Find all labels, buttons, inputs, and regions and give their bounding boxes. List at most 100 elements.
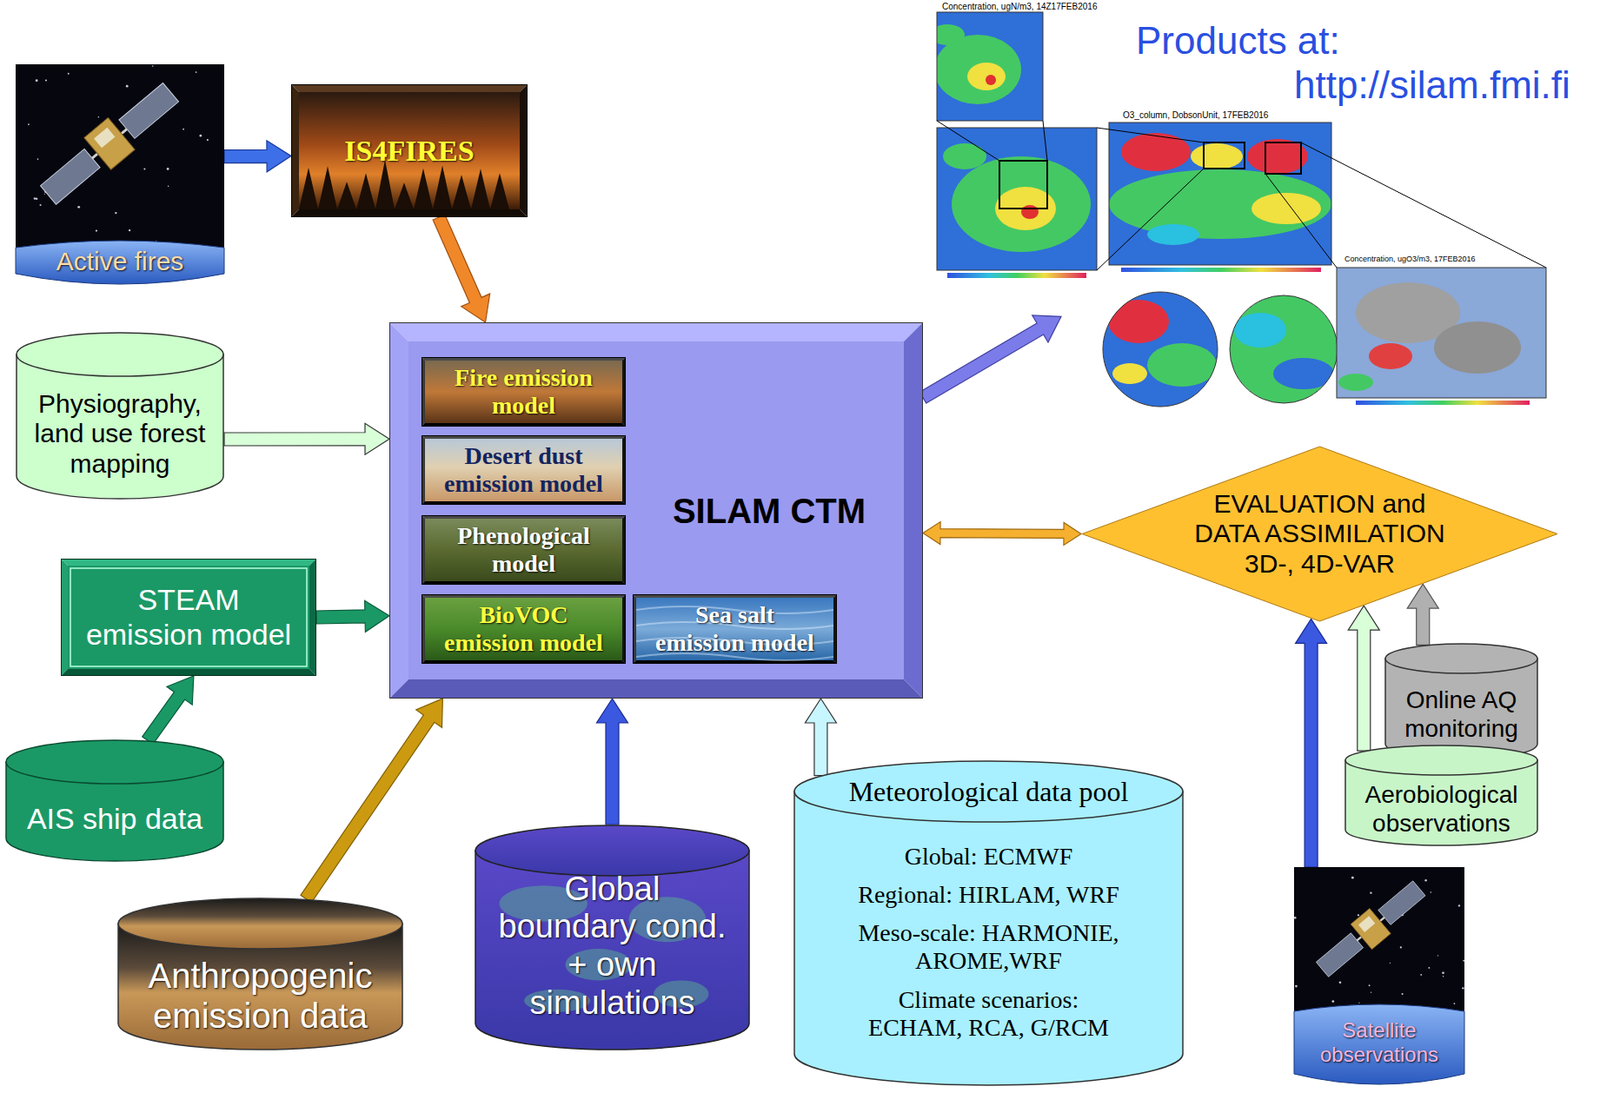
- node-content: Global boundary cond. + own simulations: [474, 824, 751, 1051]
- map-polar-south: [1234, 312, 1287, 348]
- node-shape: [1453, 1002, 1456, 1005]
- node-shape: [98, 116, 100, 119]
- model-frame: SILAM CTMFire emission modelDesert dust …: [389, 322, 923, 699]
- node-text: Aerobiological observations: [1349, 781, 1534, 837]
- map-europe-north: [929, 12, 1043, 121]
- node-text: Active fires: [56, 246, 185, 278]
- node-shape: [318, 165, 338, 210]
- node-content: IS4FIRES: [291, 84, 528, 218]
- node-shape: [422, 436, 626, 505]
- node-shape: [1424, 879, 1427, 882]
- node-shape: [337, 181, 357, 210]
- node-text: SILAM CTM: [672, 491, 866, 532]
- node-shape: [1315, 933, 1363, 977]
- node-content: AIS ship data: [5, 739, 225, 863]
- map-polar-south: [1229, 295, 1338, 404]
- node-shape: [70, 568, 307, 667]
- data-cylinder: Aerobiological observations: [1344, 744, 1539, 847]
- node-text: BioVOC emission model: [440, 601, 608, 658]
- node-text: http://silam.fmi.fi: [1294, 63, 1571, 108]
- node-text: Fire emission model: [440, 364, 608, 420]
- node-shape: [389, 322, 923, 342]
- node-shape: [35, 197, 38, 200]
- node-content: Sea salt emission model: [632, 594, 837, 664]
- node-shape: [77, 205, 80, 209]
- map-europe-north: [967, 62, 1006, 91]
- map-global-ozone: [1108, 122, 1332, 266]
- map-polar-south: [1229, 295, 1338, 404]
- map-global-ozone: [1096, 127, 1204, 143]
- node-shape: [119, 82, 180, 139]
- map-global-ozone: [1265, 173, 1337, 268]
- node-shape: [1358, 916, 1375, 933]
- node-shape: [15, 64, 225, 250]
- data-cylinder: Anthropogenic emission data: [117, 897, 404, 1051]
- node-shape: [1082, 446, 1558, 622]
- node-content: Satellite observations: [1294, 867, 1465, 1087]
- map-asia: [1336, 267, 1547, 399]
- map-title: O3_column, DobsonUnit, 17FEB2016: [1121, 110, 1270, 120]
- map-asia: [1338, 373, 1374, 392]
- node-shape: [408, 341, 904, 680]
- map-europe: [1042, 120, 1048, 161]
- node-shape: [432, 165, 452, 210]
- decision-diamond: EVALUATION and DATA ASSIMILATION 3D-, 4D…: [1081, 445, 1559, 623]
- node-shape: [1311, 876, 1430, 983]
- node-shape: [5, 739, 225, 863]
- node-shape: [390, 323, 923, 699]
- node-shape: [1437, 955, 1439, 957]
- node-shape: [1401, 993, 1404, 996]
- map-europe: [999, 160, 1048, 209]
- map-europe-north: [936, 12, 1043, 121]
- map-polar-north: [1102, 292, 1218, 407]
- map-europe: [936, 127, 1097, 271]
- block-arrow: [919, 315, 1062, 404]
- map-asia: [1336, 267, 1547, 399]
- node-shape: [60, 558, 317, 566]
- node-shape: [1420, 974, 1422, 976]
- node-shape: [44, 193, 46, 195]
- node-shape: [636, 597, 834, 661]
- node-shape: [1370, 991, 1372, 993]
- map-global-ozone: [1108, 122, 1332, 266]
- node-shape: [1294, 916, 1297, 920]
- node-text: IS4FIRES: [344, 133, 474, 168]
- sub-model-box: BioVOC emission model: [421, 594, 626, 664]
- map-europe: [947, 272, 1087, 279]
- sub-model-box: Phenological model: [421, 515, 626, 585]
- node-shape: [37, 158, 40, 160]
- node-shape: [1345, 745, 1538, 776]
- block-arrow: [922, 522, 1082, 546]
- node-shape: [1378, 881, 1426, 925]
- map-global-ozone: [1301, 142, 1547, 268]
- node-content: Aerobiological observations: [1344, 744, 1539, 847]
- map-global-ozone: [1265, 142, 1302, 174]
- map-polar-north: [1102, 292, 1218, 407]
- node-shape: [27, 123, 30, 126]
- node-shape: [128, 229, 131, 232]
- node-shape: [356, 172, 376, 210]
- map-polar-north: [1102, 292, 1218, 407]
- node-shape: [389, 679, 923, 699]
- map-title-holder: O3_column, DobsonUnit, 17FEB2016: [1121, 110, 1270, 120]
- node-shape: [95, 229, 98, 232]
- node-content: EVALUATION and DATA ASSIMILATION 3D-, 4D…: [1081, 445, 1559, 623]
- node-shape: [195, 71, 198, 74]
- node-shape: [291, 84, 299, 218]
- map-europe: [1021, 205, 1039, 220]
- block-arrow: [1407, 584, 1439, 645]
- map-asia: [1368, 343, 1413, 370]
- node-shape: [291, 209, 528, 218]
- node-text: Anthropogenic emission data: [124, 956, 397, 1036]
- node-shape: [298, 167, 319, 210]
- map-global-ozone: [1121, 267, 1322, 273]
- block-arrow: [224, 140, 292, 173]
- node-shape: [1358, 1002, 1360, 1004]
- node-shape: [40, 148, 101, 205]
- node-text: STEAM emission model: [80, 583, 297, 651]
- map-global-ozone: [1251, 192, 1322, 225]
- map-europe: [951, 156, 1091, 253]
- node-shape: [424, 438, 623, 502]
- node-shape: [126, 85, 129, 88]
